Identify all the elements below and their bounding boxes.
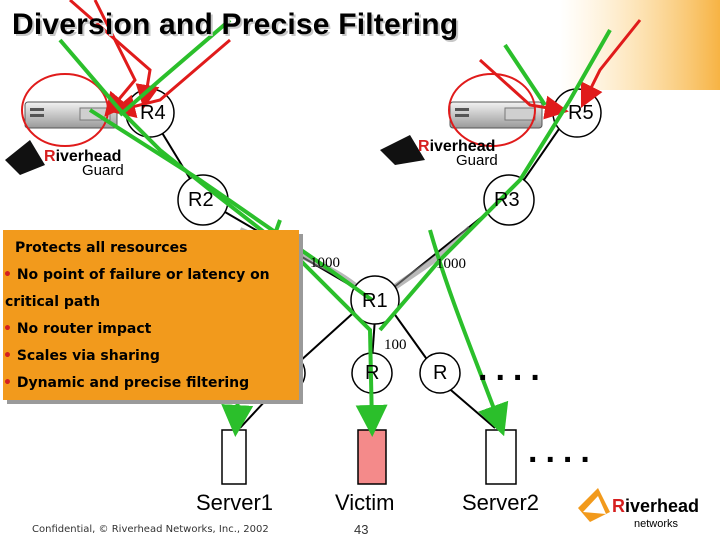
guard-appliance-left (24, 101, 118, 129)
bullet-icon: • (3, 267, 12, 283)
corner-glow (560, 0, 720, 90)
router-r3 (483, 174, 535, 226)
server1-box (221, 429, 247, 485)
guard-logo-right-brand: iverhead (429, 138, 496, 155)
guard-logo-swoosh-left (5, 140, 45, 175)
link-r2-r1-label: 1000 (310, 255, 340, 271)
link-r1-rmid-label: 100 (384, 337, 407, 353)
server2-box (485, 429, 517, 485)
benefits-box: Protects all resources • No point of fai… (3, 230, 299, 400)
guard-logo-right-initial: R (418, 138, 430, 155)
router-mid-label: R (365, 362, 380, 384)
guard-logo-left-initial: R (44, 148, 56, 165)
slide-title-shadow: Diversion and Precise Filtering (14, 10, 461, 43)
slide-title: Diversion and Precise Filtering (12, 8, 459, 41)
guard-logo-right-product: Guard (456, 152, 498, 169)
benefit-item: Protects all resources (15, 240, 188, 256)
router-r5-label: R5 (568, 102, 594, 124)
page-number: 43 (354, 522, 369, 537)
guard-highlight-right (448, 73, 536, 147)
server2-label: Server2 (462, 490, 540, 515)
victim-box (357, 429, 387, 485)
guard-logo-left-brand: iverhead (55, 148, 122, 165)
benefit-item: • Scales via sharing (3, 348, 160, 364)
bullet-icon: • (3, 348, 12, 364)
more-servers-ellipsis: .... (528, 432, 598, 470)
router-r1-label: R1 (362, 290, 388, 312)
benefit-item: • No point of failure or latency on (3, 267, 270, 283)
benefit-item: • Dynamic and precise filtering (3, 375, 250, 391)
footer-confidential: Confidential, © Riverhead Networks, Inc.… (32, 524, 269, 535)
victim-label: Victim (335, 490, 395, 515)
router-r2-label: R2 (188, 189, 214, 211)
corner-logo-initial: R (612, 496, 625, 516)
corner-logo-brand: iverhead (625, 496, 700, 516)
bullet-icon: • (3, 375, 12, 391)
bullet-icon: • (3, 321, 12, 337)
benefit-item: critical path (5, 294, 101, 310)
riverhead-networks-logo: Riverhead networks (612, 496, 700, 532)
link-r3-r1-label: 1000 (436, 256, 466, 272)
guard-appliance-right (449, 101, 543, 129)
guard-logo-swoosh-right (380, 135, 425, 165)
corner-logo-tagline: networks (634, 518, 679, 530)
guard-logo-left-product: Guard (82, 162, 124, 179)
benefit-item: • No router impact (3, 321, 152, 337)
guard-logo-left: Riverhead Guard (44, 148, 124, 179)
router-right-label: R (433, 362, 448, 384)
router-right (419, 352, 461, 394)
more-routers-ellipsis: .... (478, 350, 548, 388)
corner-logo-emblem (578, 488, 610, 522)
router-r1 (350, 275, 400, 325)
router-r4-label: R4 (140, 102, 166, 124)
guard-logo-right: Riverhead Guard (418, 138, 498, 169)
server1-label: Server1 (196, 490, 274, 515)
router-r3-label: R3 (494, 189, 520, 211)
